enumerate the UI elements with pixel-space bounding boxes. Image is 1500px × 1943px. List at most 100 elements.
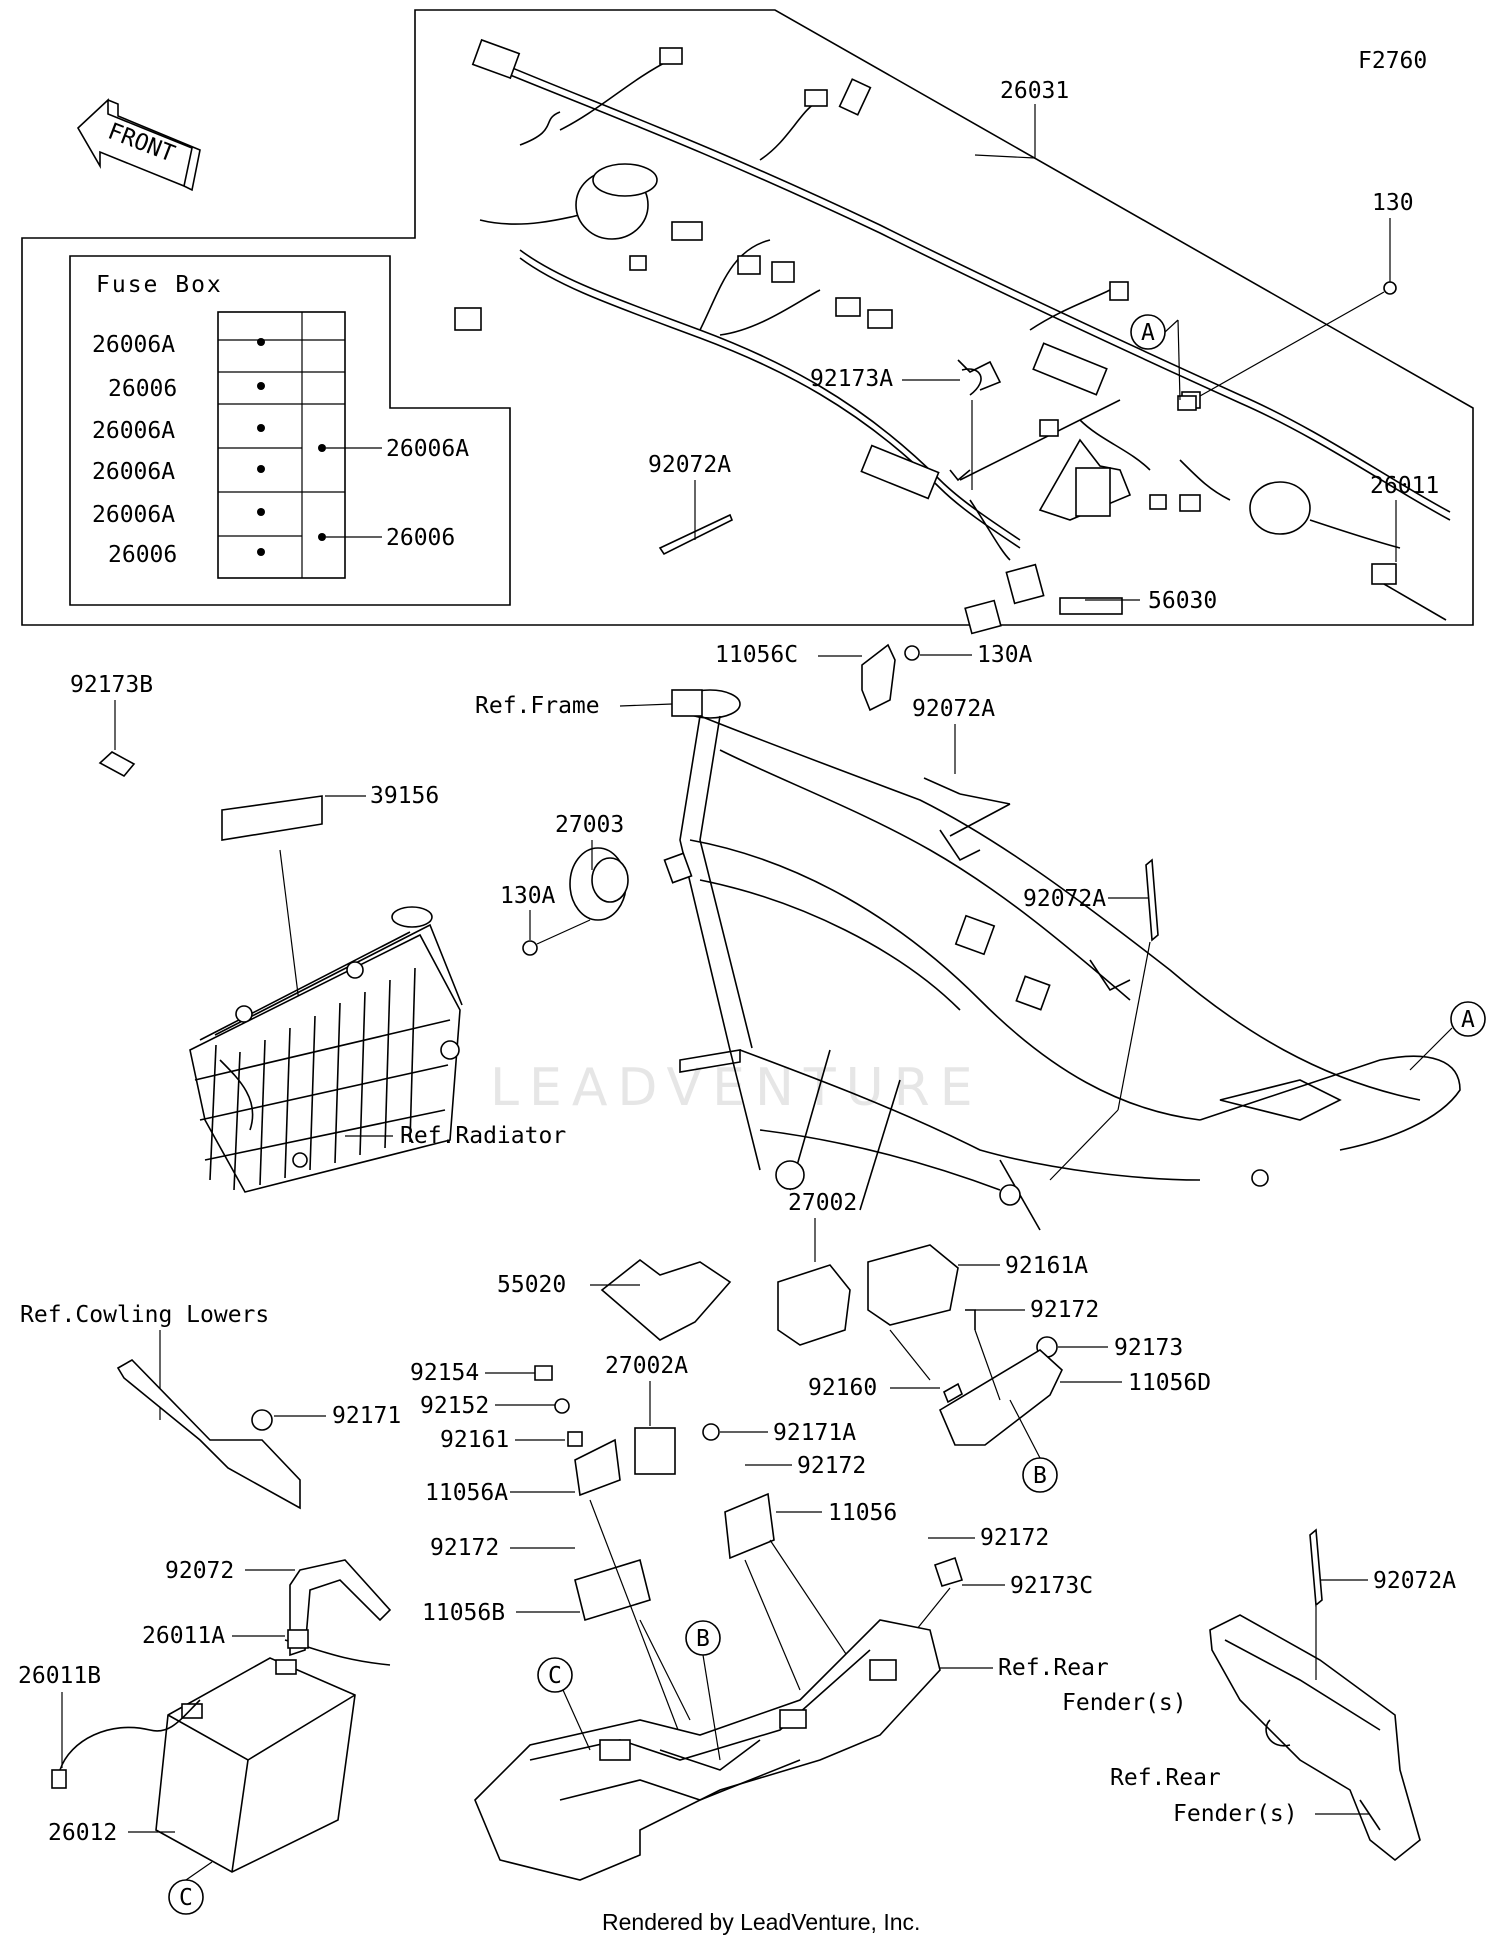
part-11056C-icon — [861, 643, 896, 712]
front-arrow-icon: FRONT — [76, 98, 201, 192]
label-26031: 26031 — [1000, 78, 1069, 104]
label-92172-a: 92172 — [1030, 1297, 1099, 1323]
label-ref-rear-fender-2b: Fender(s) — [1173, 1801, 1298, 1827]
part-11056-icon — [724, 1492, 775, 1560]
part-11056D-icon — [938, 1349, 1063, 1446]
label-11056A: 11056A — [425, 1480, 508, 1506]
label-11056B: 11056B — [422, 1600, 505, 1626]
part-92152-icon — [554, 1398, 570, 1414]
fuse-label-6: 26006 — [108, 542, 177, 568]
part-55020-icon — [600, 1258, 732, 1341]
marker-A-right-label: A — [1461, 1007, 1475, 1033]
label-39156: 39156 — [370, 783, 439, 809]
label-92161A: 92161A — [1005, 1253, 1088, 1279]
part-11056B-icon — [574, 1558, 651, 1622]
frame-icon — [671, 689, 1461, 1231]
part-27002-icon — [777, 1264, 851, 1346]
fuse-box-block — [217, 311, 346, 579]
label-92161: 92161 — [440, 1427, 509, 1453]
part-92154-icon — [534, 1365, 553, 1381]
label-ref-rear-fender-1b: Fender(s) — [1062, 1690, 1187, 1716]
battery-icon — [155, 1657, 356, 1873]
label-92173B: 92173B — [70, 672, 153, 698]
label-92072A-top: 92072A — [648, 452, 731, 478]
label-11056: 11056 — [828, 1500, 897, 1526]
label-92154: 92154 — [410, 1360, 479, 1386]
label-130A-left: 130A — [500, 883, 556, 909]
part-27003-icon — [569, 847, 693, 921]
label-92171: 92171 — [332, 1403, 401, 1429]
rear-fender-right-icon — [1209, 1614, 1421, 1862]
label-92173: 92173 — [1114, 1335, 1183, 1361]
fuse-label-right-1: 26006A — [386, 436, 469, 462]
rear-fender-center-icon — [474, 1619, 941, 1881]
label-26011B: 26011B — [18, 1663, 101, 1689]
label-92171A: 92171A — [773, 1420, 856, 1446]
label-92152: 92152 — [420, 1393, 489, 1419]
part-130A-left-icon — [522, 940, 538, 956]
label-56030: 56030 — [1148, 588, 1217, 614]
marker-A-top-label: A — [1141, 320, 1155, 346]
label-92072A-right: 92072A — [1023, 886, 1106, 912]
label-130: 130 — [1372, 190, 1414, 216]
label-27002A: 27002A — [605, 1353, 688, 1379]
part-92160-icon — [942, 1382, 964, 1404]
label-92072A-br: 92072A — [1373, 1568, 1456, 1594]
label-26012: 26012 — [48, 1820, 117, 1846]
label-92172-d: 92172 — [980, 1525, 1049, 1551]
part-27002A-icon — [634, 1427, 676, 1475]
fuse-box-frame — [69, 255, 511, 606]
fuse-box-title: Fuse Box — [96, 272, 223, 298]
part-26011A-icon — [287, 1629, 309, 1649]
watermark: LEADVENTURE — [490, 1058, 983, 1118]
part-26011B-icon — [51, 1769, 67, 1789]
part-92161A-icon — [867, 1244, 959, 1326]
part-26011B-cable — [59, 1699, 201, 1771]
label-92173A: 92173A — [810, 366, 893, 392]
fuse-label-1: 26006A — [92, 332, 175, 358]
footer-credit: Rendered by LeadVenture, Inc. — [602, 1909, 920, 1935]
marker-C-left — [537, 1657, 573, 1693]
label-27002: 27002 — [788, 1190, 857, 1216]
label-27003: 27003 — [555, 812, 624, 838]
part-92173C-icon — [933, 1556, 964, 1587]
part-92171A-icon — [702, 1423, 720, 1441]
part-92161-icon — [567, 1431, 583, 1447]
harness-panel-border — [21, 9, 1474, 626]
radiator-icon — [189, 906, 463, 1193]
label-11056D: 11056D — [1128, 1370, 1211, 1396]
label-ref-radiator: Ref.Radiator — [400, 1123, 566, 1149]
marker-A-right — [1450, 1001, 1486, 1037]
label-ref-frame: Ref.Frame — [475, 693, 600, 719]
marker-B-mid-label: B — [696, 1626, 710, 1652]
fuse-label-3: 26006A — [92, 418, 175, 444]
part-130A-top-icon — [904, 645, 920, 661]
label-11056C: 11056C — [715, 642, 798, 668]
label-ref-cowling-lowers: Ref.Cowling Lowers — [20, 1302, 269, 1328]
marker-C-left-label: C — [548, 1663, 562, 1689]
cowling-bracket-icon — [116, 1358, 301, 1510]
label-92072A-mid: 92072A — [912, 696, 995, 722]
part-92173B-icon — [98, 751, 136, 778]
label-92172-c: 92172 — [430, 1535, 499, 1561]
part-92072-icon — [289, 1559, 392, 1657]
figure-code: F2760 — [1358, 48, 1427, 74]
label-ref-rear-fender-2a: Ref.Rear — [1110, 1765, 1221, 1791]
label-26011A: 26011A — [142, 1623, 225, 1649]
part-39156-icon — [221, 795, 323, 841]
fuse-label-4: 26006A — [92, 459, 175, 485]
fuse-label-right-2: 26006 — [386, 525, 455, 551]
label-92172-b: 92172 — [797, 1453, 866, 1479]
main-wire-harness — [454, 38, 1451, 635]
marker-B-right-label: B — [1033, 1463, 1047, 1489]
label-130A-top: 130A — [977, 642, 1033, 668]
fuse-label-2: 26006 — [108, 376, 177, 402]
label-26011: 26011 — [1370, 473, 1439, 499]
label-ref-rear-fender-1a: Ref.Rear — [998, 1655, 1109, 1681]
label-55020: 55020 — [497, 1272, 566, 1298]
fuse-label-5: 26006A — [92, 502, 175, 528]
marker-C-bottom-label: C — [179, 1885, 193, 1911]
label-92072: 92072 — [165, 1558, 234, 1584]
